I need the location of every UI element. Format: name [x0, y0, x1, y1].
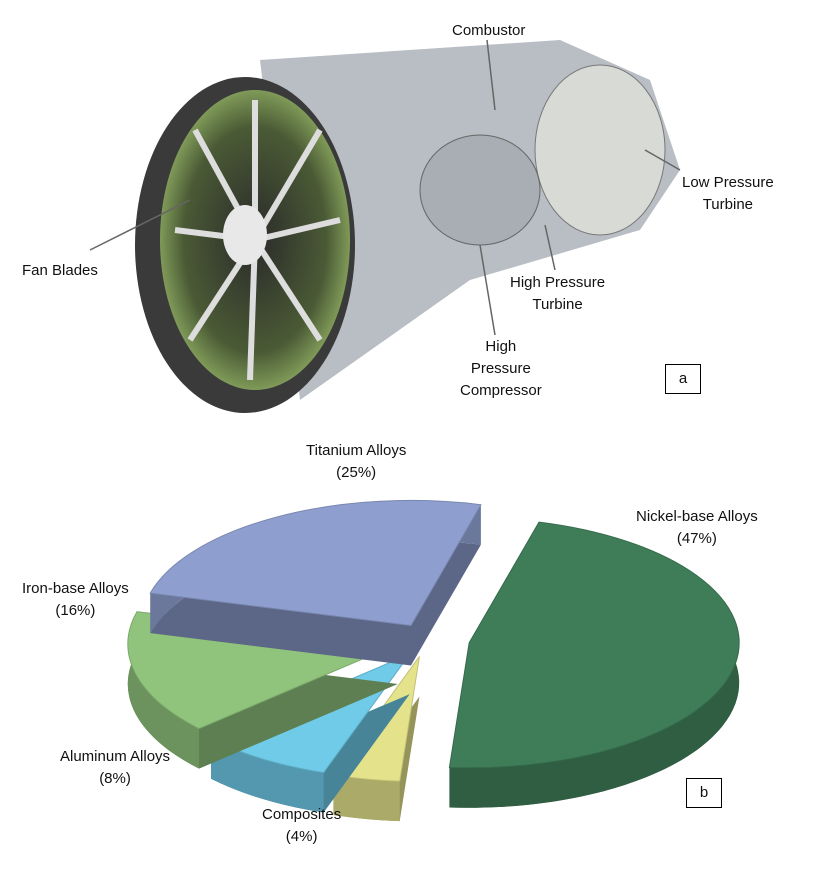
label-high-pressure-turbine: High Pressure Turbine: [510, 274, 606, 313]
label-low-pressure-turbine: Low Pressure Turbine: [682, 174, 774, 213]
pie-label: Composites (4%): [262, 806, 342, 845]
pie-slice-top: [448, 521, 740, 769]
label-high-pressure-compressor: High Pressure Compressor: [460, 338, 542, 399]
pie-label: Aluminum Alloys (8%): [60, 748, 171, 787]
label-combustor: Combustor: [452, 22, 526, 39]
leader-lines: [89, 39, 681, 336]
panel-tag-b: b: [686, 778, 722, 808]
pie-slice-composites: [332, 656, 420, 822]
pie-slice-titanium-alloys: [149, 499, 482, 666]
label-fan-blades: Fan Blades: [22, 262, 98, 279]
pie-label: Iron-base Alloys (16%): [22, 580, 129, 619]
panel-tag-a: a: [665, 364, 701, 394]
pie-slice-top: [149, 499, 482, 626]
low-pressure-turbine: [534, 64, 666, 236]
pie-label: Titanium Alloys (25%): [306, 442, 407, 481]
pie-slice-wall: [211, 738, 324, 813]
spinner: [223, 205, 267, 265]
pie-slice-wall: [127, 611, 200, 769]
fan-blades: [174, 100, 341, 381]
pie-slice-wall: [333, 774, 400, 822]
pie-label: Nickel-base Alloys (47%): [636, 508, 758, 547]
pie-slice-nickel-base-alloys: [448, 521, 740, 808]
engine-illustration: [89, 39, 681, 413]
